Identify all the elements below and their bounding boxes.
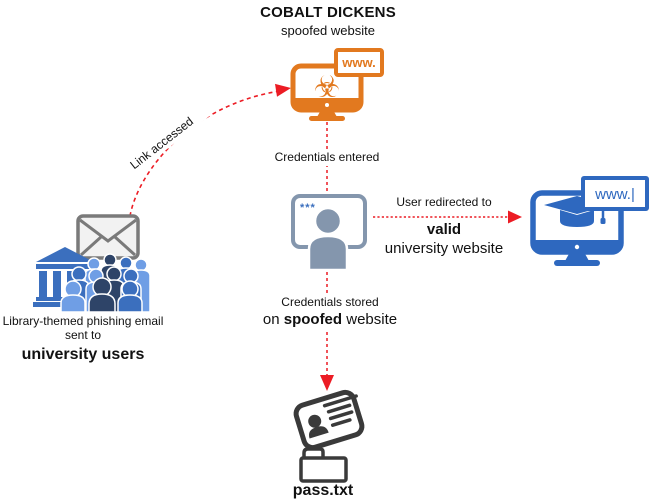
monitor-base — [309, 116, 345, 121]
user-head — [313, 206, 343, 236]
graduation-cap-tassel-knob — [600, 218, 606, 224]
redirect-line1: User redirected to — [396, 195, 492, 209]
envelope-icon — [76, 214, 140, 260]
phishing-line2: sent to — [64, 328, 102, 343]
crowd-icon — [60, 253, 151, 313]
link-accessed-arrowhead-icon — [275, 83, 291, 97]
graduation-cap-body — [560, 210, 594, 227]
redirect-line2: university website — [384, 239, 504, 257]
stored-emphasis: spoofed — [283, 311, 343, 328]
monitor-button — [574, 244, 580, 250]
phishing-line1: Library-themed phishing email — [2, 314, 164, 328]
card-outline — [293, 389, 365, 451]
credentials-stored-label: Credentials stored on spoofed website — [243, 294, 417, 331]
title-actor: COBALT DICKENS — [260, 4, 396, 21]
stored-prefix: on — [262, 311, 284, 328]
envelope-folds — [79, 235, 137, 257]
building-crowd-icon — [30, 246, 152, 313]
stored-line2: on spoofed website — [243, 310, 417, 330]
pass-file-label: pass.txt — [292, 482, 354, 499]
url-text: www.| — [594, 186, 635, 203]
redirect-emphasis: valid — [426, 221, 462, 238]
card-photo-body — [309, 426, 329, 439]
url-bar — [334, 48, 384, 77]
card-text-lines — [322, 394, 358, 427]
url-text: www. — [341, 55, 375, 70]
card-photo-head — [308, 414, 322, 428]
spoofed-website-monitor-icon: ☣ www. — [288, 46, 384, 124]
monitor-stand — [317, 110, 337, 117]
password-mask-text: *** — [300, 202, 316, 214]
stored-line1: Credentials stored — [281, 295, 379, 309]
url-bar — [581, 176, 649, 211]
stored-arrowhead-icon — [320, 375, 334, 391]
folder-icon — [297, 444, 351, 484]
user-body — [307, 234, 349, 272]
folder-tab — [302, 447, 325, 458]
link-accessed-arrow — [129, 90, 281, 217]
valid-website-monitor-icon: www.| — [528, 170, 650, 276]
id-card-icon — [290, 386, 368, 454]
phishing-emphasis: university users — [21, 345, 145, 363]
monitor-stand — [565, 252, 589, 261]
redirect-label: User redirected to valid university webs… — [368, 195, 520, 259]
credentials-entered-label: Credentials entered — [250, 149, 404, 166]
title-subtitle: spoofed website — [281, 22, 375, 38]
monitor-base — [554, 260, 600, 266]
monitor-button — [325, 103, 329, 107]
folder-body — [299, 456, 348, 483]
envelope-flap — [79, 218, 137, 243]
phishing-label: Library-themed phishing email sent to un… — [2, 314, 164, 365]
diagram-title: COBALT DICKENS spoofed website — [228, 4, 428, 39]
person-screen-icon: *** — [289, 192, 369, 272]
stored-suffix: website — [342, 311, 398, 328]
redirect-arrowhead-icon — [508, 210, 522, 224]
